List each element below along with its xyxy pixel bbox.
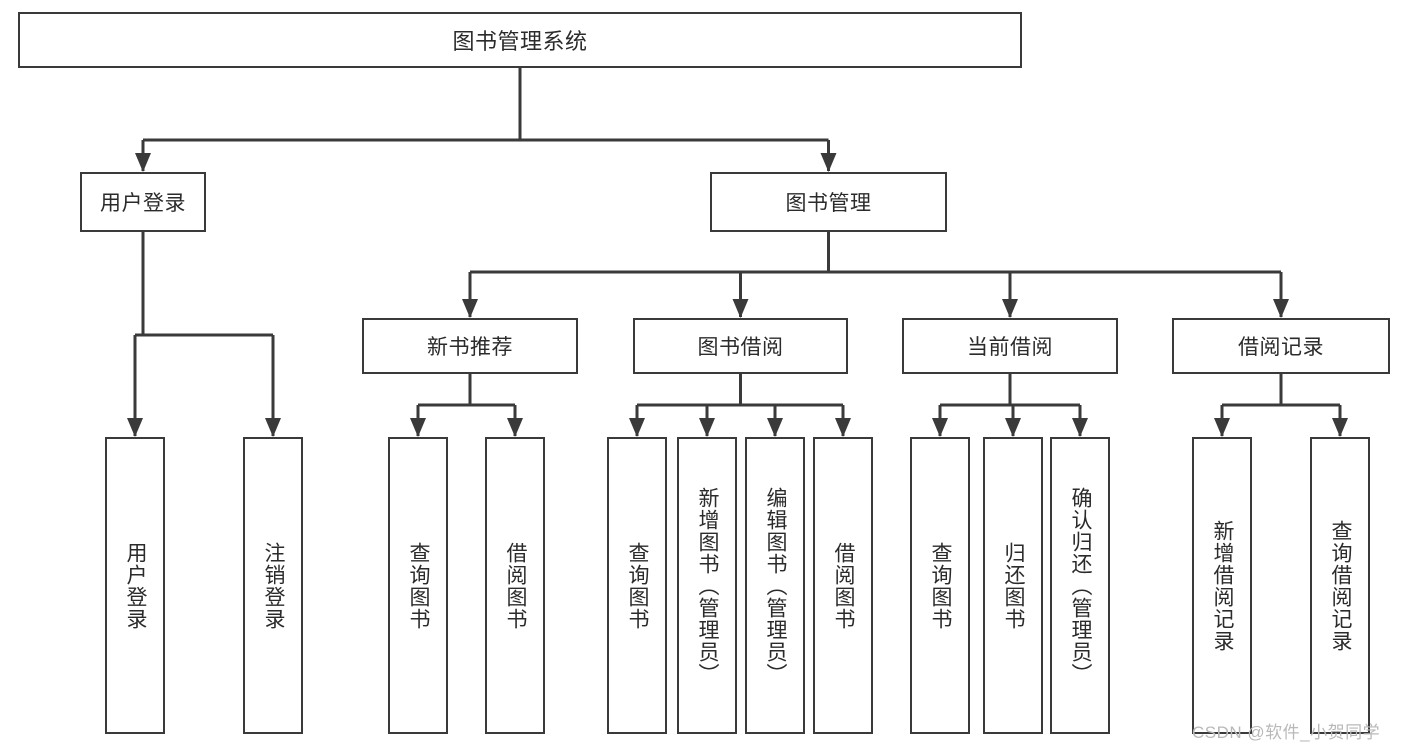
node-label: 新增借阅记录 — [1211, 519, 1235, 652]
node-label: 当前借阅 — [967, 336, 1053, 359]
node-label: 查询图书 — [407, 541, 431, 630]
node-leaf-8[interactable]: 借阅图书 — [813, 437, 873, 734]
node-label: 注销登录 — [262, 541, 286, 630]
node-label: 查询图书 — [929, 541, 953, 630]
node-leaf-10[interactable]: 归还图书 — [983, 437, 1043, 734]
node-leaf-2[interactable]: 注销登录 — [243, 437, 303, 734]
node-records[interactable]: 借阅记录 — [1172, 318, 1390, 374]
node-leaf-1[interactable]: 用户登录 — [105, 437, 165, 734]
node-leaf-4[interactable]: 借阅图书 — [485, 437, 545, 734]
node-label: 归还图书 — [1002, 541, 1026, 630]
node-newrec[interactable]: 新书推荐 — [362, 318, 578, 374]
node-label: 借阅图书 — [504, 541, 528, 630]
node-leaf-12[interactable]: 新增借阅记录 — [1192, 437, 1252, 734]
node-leaf-9[interactable]: 查询图书 — [910, 437, 970, 734]
node-label: 查询图书 — [626, 541, 650, 630]
node-root[interactable]: 图书管理系统 — [18, 12, 1022, 68]
node-leaf-5[interactable]: 查询图书 — [607, 437, 667, 734]
node-current[interactable]: 当前借阅 — [902, 318, 1118, 374]
node-leaf-11[interactable]: 确认归还（管理员） — [1050, 437, 1110, 734]
node-leaf-13[interactable]: 查询借阅记录 — [1310, 437, 1370, 734]
node-leaf-3[interactable]: 查询图书 — [388, 437, 448, 734]
node-label: 新增图书（管理员） — [696, 486, 720, 685]
node-label: 新书推荐 — [427, 336, 513, 359]
node-label: 借阅图书 — [832, 541, 856, 630]
node-label: 用户登录 — [124, 541, 148, 630]
csdn-watermark: CSDN @软件_小贺同学 — [1192, 723, 1381, 742]
node-borrow[interactable]: 图书借阅 — [633, 318, 848, 374]
node-label: 图书借阅 — [697, 336, 784, 359]
node-label: 图书管理 — [785, 192, 872, 215]
node-login[interactable]: 用户登录 — [80, 172, 206, 232]
node-label: 借阅记录 — [1238, 336, 1324, 359]
node-leaf-7[interactable]: 编辑图书（管理员） — [745, 437, 805, 734]
node-label: 查询借阅记录 — [1329, 519, 1353, 652]
node-label: 编辑图书（管理员） — [764, 486, 788, 685]
node-label: 确认归还（管理员） — [1069, 486, 1093, 685]
node-label: 用户登录 — [100, 192, 186, 215]
node-bookmgr[interactable]: 图书管理 — [710, 172, 947, 232]
node-leaf-6[interactable]: 新增图书（管理员） — [677, 437, 737, 734]
node-label: 图书管理系统 — [452, 29, 588, 54]
